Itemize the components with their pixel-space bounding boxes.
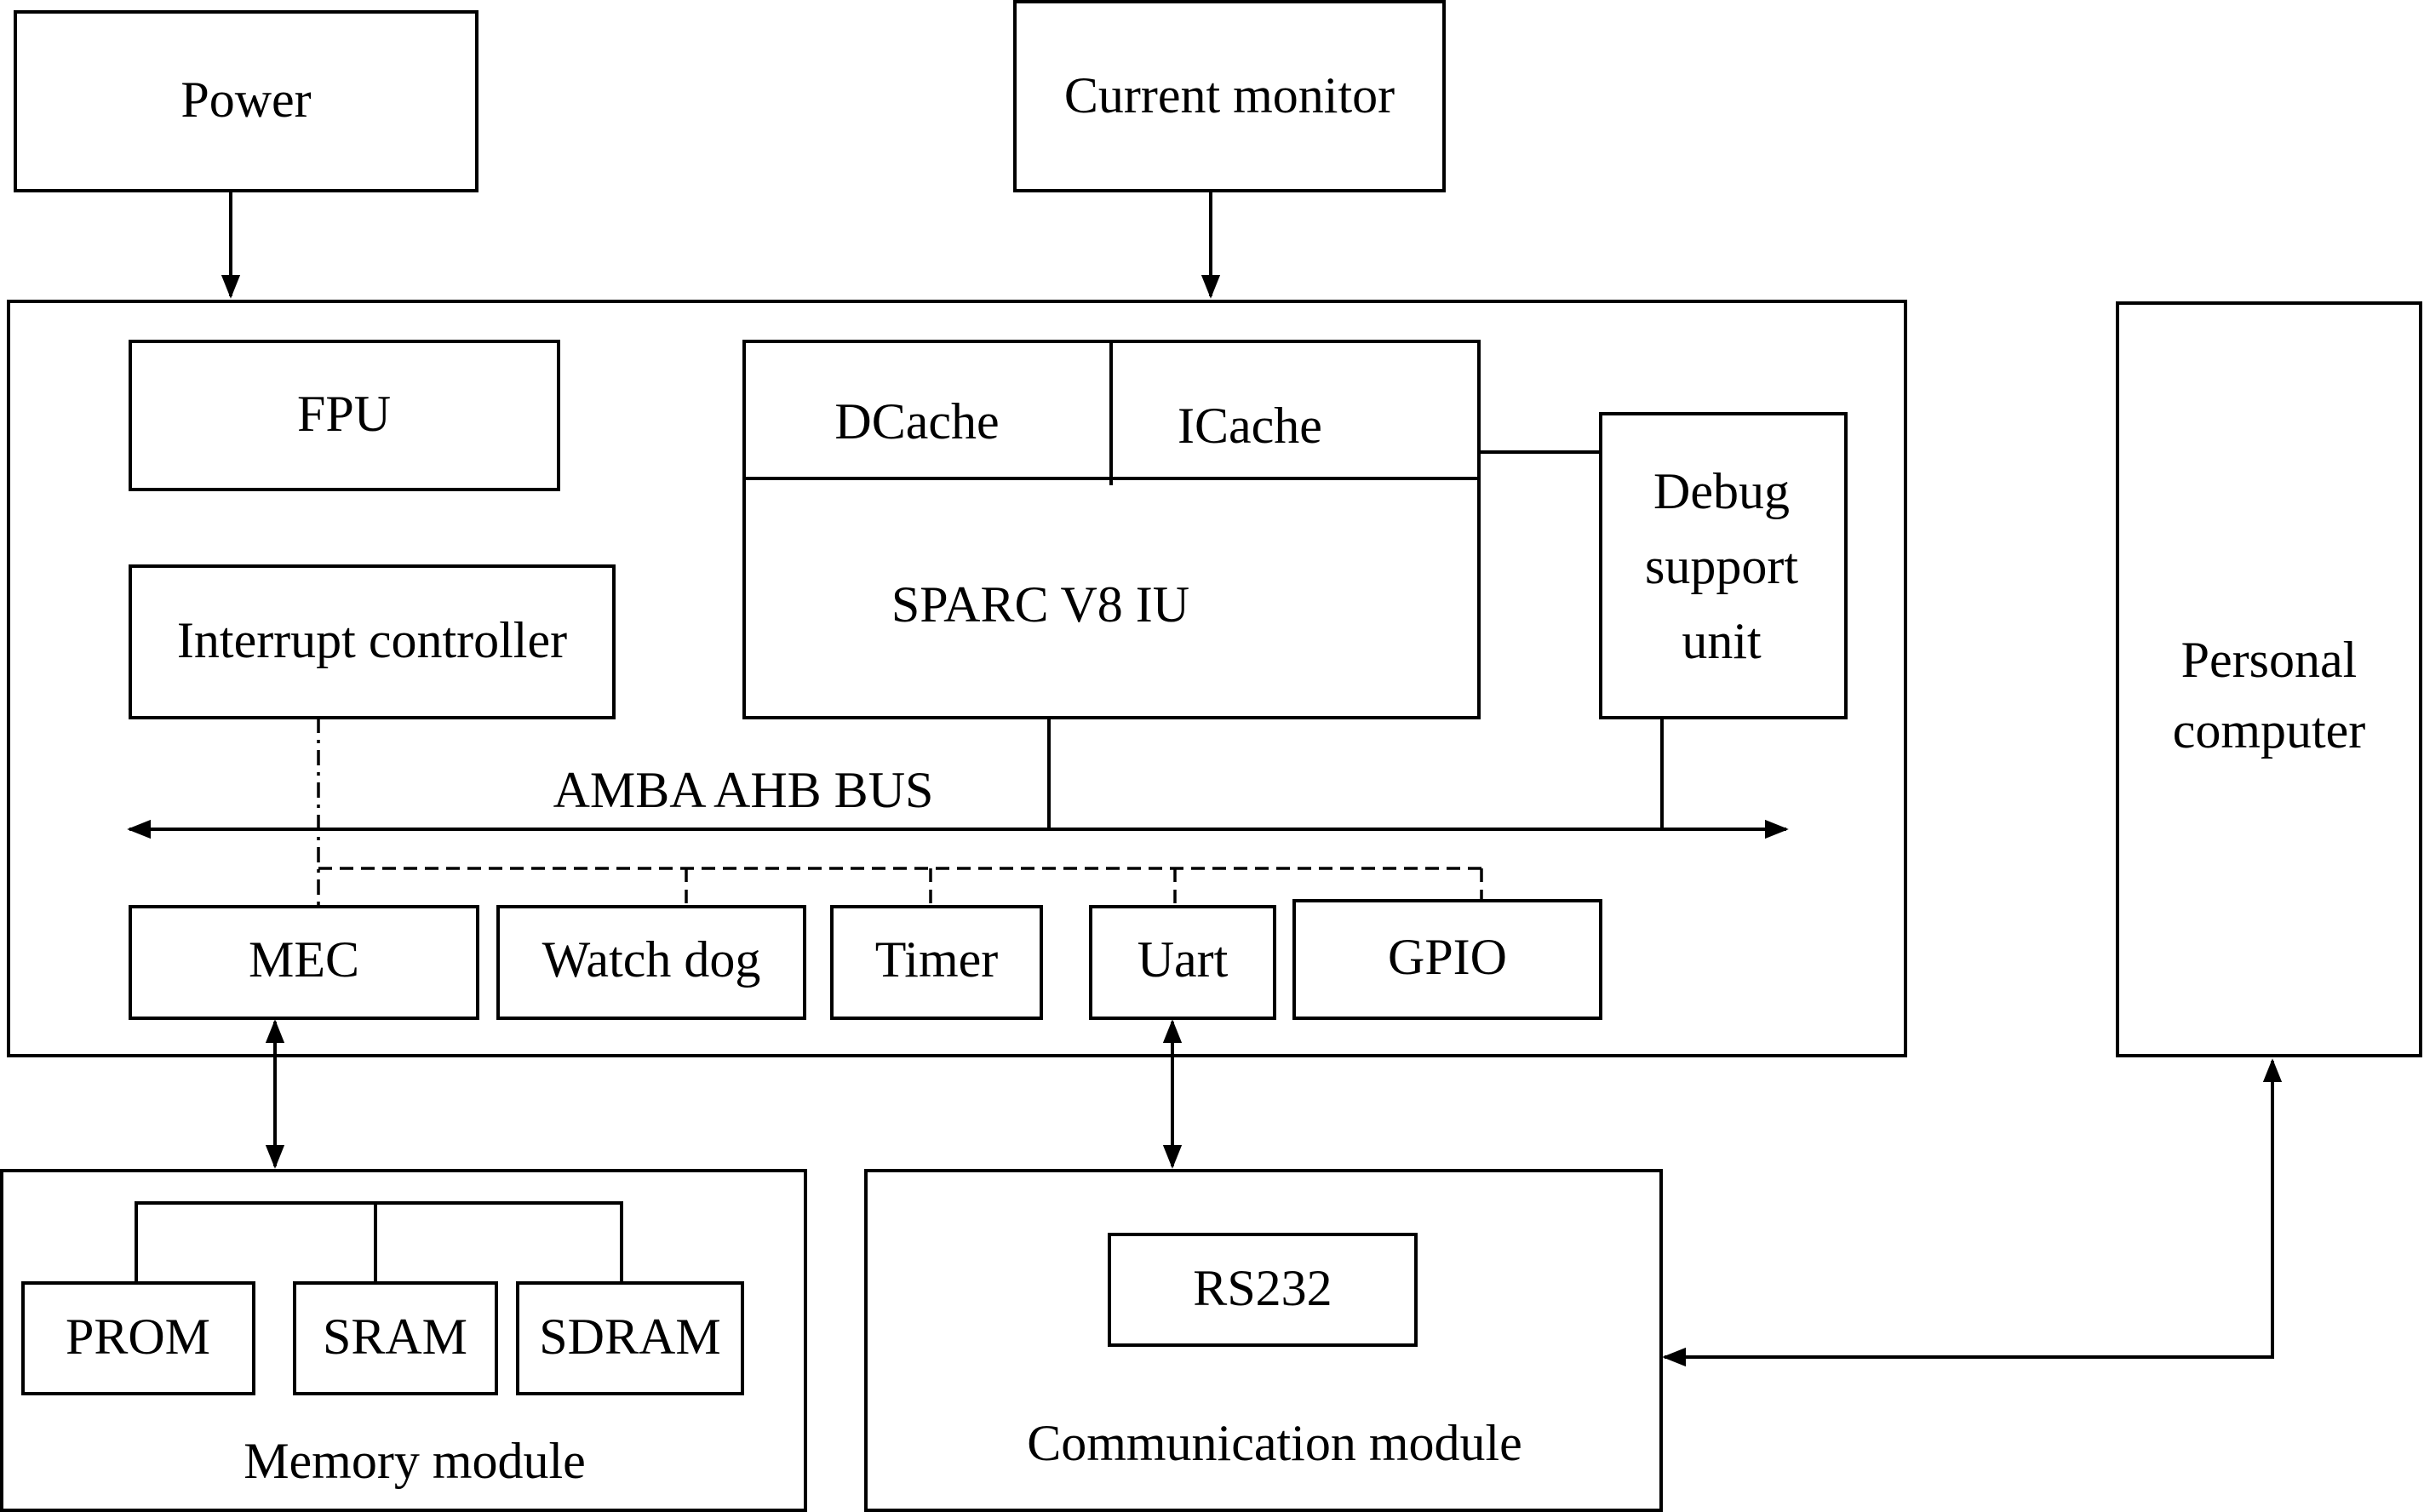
memory-module-box — [0, 1169, 807, 1512]
gpio-label: GPIO — [1388, 929, 1507, 985]
debug-label-line1: Debug — [1653, 463, 1790, 519]
interrupt-controller-label: Interrupt controller — [177, 612, 567, 668]
timer-box — [830, 905, 1043, 1020]
personal-computer-label-line1: Personal — [2181, 632, 2358, 688]
debug-support-unit-node: Debug support unit — [1599, 412, 1848, 719]
bus-label: AMBA AHB BUS — [553, 762, 934, 818]
memory-module-label: Memory module — [244, 1433, 586, 1489]
communication-module-label: Communication module — [1027, 1415, 1522, 1471]
sram-box — [293, 1281, 498, 1395]
watchdog-label: Watch dog — [542, 931, 761, 988]
personal-computer-node: Personal computer — [2116, 301, 2422, 1057]
power-node: Power — [14, 10, 478, 192]
memory-module-node: PROM SRAM SDRAM Memory module — [0, 1169, 807, 1512]
memory-tree-line — [135, 1201, 623, 1283]
personal-computer-label-line2: computer — [2173, 702, 2366, 759]
power-box — [14, 10, 478, 192]
communication-module-node: RS232 Communication module — [864, 1169, 1663, 1512]
watchdog-node: Watch dog — [496, 905, 806, 1020]
debug-label-line2: support — [1645, 538, 1798, 594]
sparc-iu-label: SPARC V8 IU — [891, 576, 1189, 633]
mec-node: MEC — [129, 905, 479, 1020]
uart-node: Uart — [1089, 905, 1276, 1020]
fpu-label: FPU — [297, 386, 391, 442]
rs232-label: RS232 — [1193, 1260, 1332, 1316]
debug-support-unit-box — [1599, 412, 1848, 719]
interrupt-controller-box — [129, 564, 616, 719]
sdram-label: SDRAM — [539, 1309, 720, 1365]
dcache-label: DCache — [834, 393, 999, 450]
sparc-iu-node: DCache ICache SPARC V8 IU — [742, 340, 1481, 719]
processor-board — [7, 300, 1907, 1057]
apb-bus — [318, 867, 1483, 907]
prom-label: PROM — [66, 1309, 210, 1365]
fpu-box — [129, 340, 560, 491]
power-label: Power — [181, 72, 311, 128]
debug-label-line3: unit — [1682, 613, 1762, 669]
communication-module-box — [864, 1169, 1663, 1512]
gpio-node: GPIO — [1292, 899, 1602, 1020]
timer-label: Timer — [875, 931, 999, 988]
rs232-box — [1108, 1233, 1418, 1347]
amba-ahb-bus: AMBA AHB BUS — [127, 718, 1789, 839]
mec-label: MEC — [249, 931, 359, 988]
uart-box — [1089, 905, 1276, 1020]
fpu-node: FPU — [129, 340, 560, 491]
current-monitor-label: Current monitor — [1064, 67, 1395, 123]
personal-computer-box — [2116, 301, 2422, 1057]
prom-box — [21, 1281, 255, 1395]
icache-label: ICache — [1178, 398, 1322, 454]
pc-communication-arrow — [1662, 1058, 2283, 1367]
interrupt-controller-node: Interrupt controller — [129, 564, 616, 719]
timer-node: Timer — [830, 905, 1043, 1020]
sdram-box — [516, 1281, 744, 1395]
current-monitor-box — [1013, 0, 1446, 192]
mec-box — [129, 905, 479, 1020]
uart-label: Uart — [1138, 931, 1229, 988]
sram-label: SRAM — [323, 1309, 467, 1365]
current-monitor-node: Current monitor — [1013, 0, 1446, 192]
watchdog-box — [496, 905, 806, 1020]
gpio-box — [1292, 899, 1602, 1020]
